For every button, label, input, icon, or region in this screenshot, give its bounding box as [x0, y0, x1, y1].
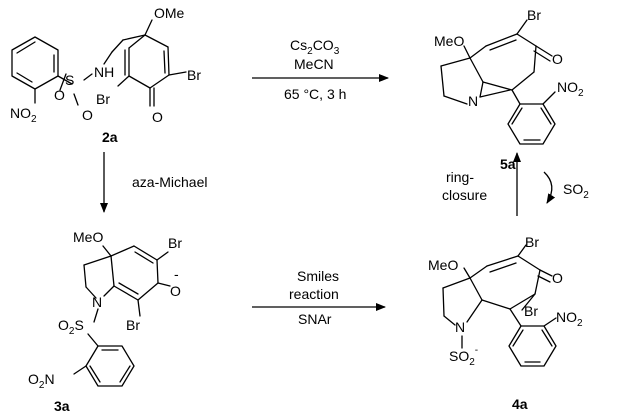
- oxygen-label: O: [170, 283, 181, 299]
- br-label: Br: [96, 91, 110, 107]
- compound-4a: Br O MeO Br N SO2- NO2: [428, 234, 583, 412]
- closure-label: closure: [442, 187, 487, 203]
- so2-anion-label: SO2-: [449, 345, 478, 368]
- ring-label: ring-: [446, 169, 474, 185]
- oxygen-label: O: [552, 270, 563, 286]
- nitrogen-label: N: [468, 93, 478, 109]
- sulfur-label: S: [65, 72, 74, 88]
- compound-label-3a: 3a: [54, 398, 70, 412]
- compound-2a: OMe Br Br O S O O NH NO2 2a: [10, 5, 201, 145]
- conditions-label: 65 °C, 3 h: [284, 86, 346, 102]
- compound-label-5a: 5a: [500, 156, 516, 172]
- br-label: Br: [524, 303, 538, 319]
- nitro-label: NO2: [10, 105, 37, 125]
- ome-label: OMe: [154, 5, 185, 21]
- br-label: Br: [527, 7, 541, 23]
- meo-label: MeO: [434, 33, 464, 49]
- br-label: Br: [187, 67, 201, 83]
- smiles-label: Smiles: [297, 268, 339, 284]
- nitro-label: NO2: [556, 309, 583, 329]
- snar-label: SNAr: [298, 311, 332, 327]
- reaction-arrow-cs2co3: Cs2CO3 MeCN 65 °C, 3 h: [252, 37, 389, 102]
- nitrogen-label: N: [455, 319, 465, 335]
- reaction-arrow-ring-closure: ring- closure SO2: [442, 152, 589, 216]
- meo-label: MeO: [428, 257, 458, 273]
- compound-label-2a: 2a: [102, 129, 118, 145]
- charge-label: -: [174, 266, 179, 282]
- oxygen-label: O: [82, 107, 93, 123]
- oxygen-label: O: [54, 87, 65, 103]
- nitrogen-label: N: [92, 294, 102, 310]
- reaction-arrow-smiles: Smiles reaction SNAr: [252, 268, 386, 327]
- compound-5a: O Br MeO N NO2 5a: [434, 7, 584, 172]
- so2-label: SO2: [563, 181, 589, 201]
- nh-label: NH: [94, 64, 114, 80]
- nitro-label: O2N: [28, 371, 55, 391]
- br-label: Br: [126, 317, 140, 333]
- compound-label-4a: 4a: [512, 396, 528, 412]
- oxygen-label: O: [152, 109, 163, 125]
- oxygen-label: O: [552, 51, 563, 67]
- solvent-label: MeCN: [294, 56, 334, 72]
- nitro-label: NO2: [557, 79, 584, 99]
- br-label: Br: [168, 235, 182, 251]
- reagent-label: Cs2CO3: [290, 37, 340, 57]
- br-label: Br: [525, 234, 539, 250]
- meo-label: MeO: [73, 229, 103, 245]
- compound-3a: MeO Br Br O - N O2S O2N: [28, 229, 182, 412]
- reaction-arrow-aza-michael: aza-Michael: [100, 152, 207, 213]
- reaction-label: reaction: [289, 286, 339, 302]
- o2s-label: O2S: [58, 317, 84, 337]
- aza-michael-label: aza-Michael: [132, 174, 207, 190]
